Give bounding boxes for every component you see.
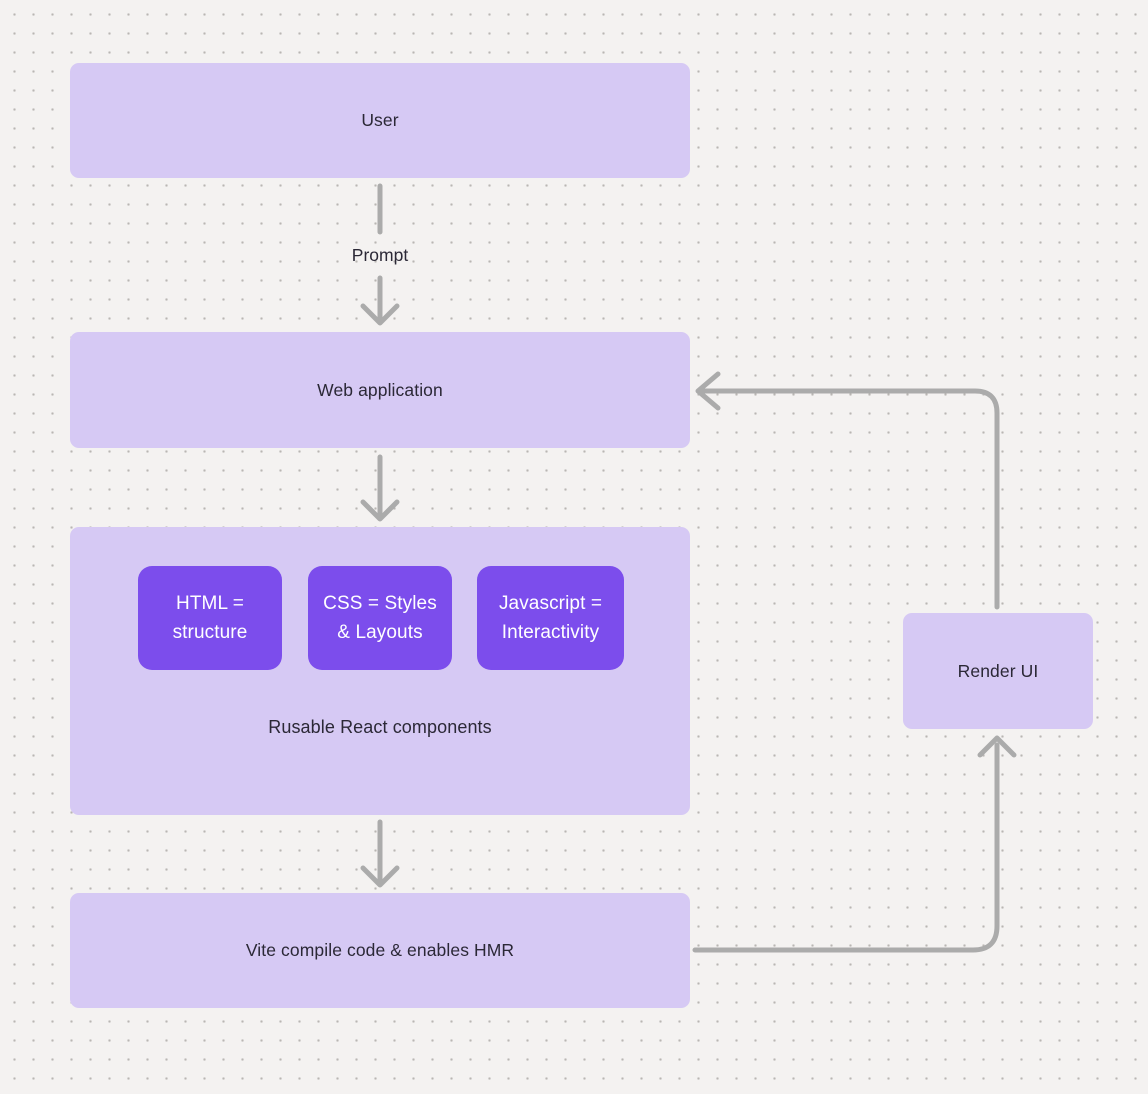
arrowhead-up-render-icon — [977, 735, 1017, 758]
chip-css[interactable]: CSS = Styles & Layouts — [308, 566, 452, 670]
chip-html[interactable]: HTML = structure — [138, 566, 282, 670]
node-web-application-label: Web application — [317, 379, 443, 400]
chip-javascript[interactable]: Javascript = Interactivity — [477, 566, 624, 670]
node-vite[interactable]: Vite compile code & enables HMR — [70, 893, 690, 1008]
edge-vite-to-render-line — [692, 742, 1000, 953]
arrowhead-down-webapp-icon — [360, 303, 400, 326]
node-user[interactable]: User — [70, 63, 690, 178]
edge-label-prompt: Prompt — [351, 245, 409, 265]
chip-css-line1: CSS = Styles — [323, 593, 437, 614]
node-web-application[interactable]: Web application — [70, 332, 690, 448]
node-user-label: User — [361, 110, 399, 130]
components-caption: Rusable React components — [268, 717, 492, 737]
chip-javascript-line2: Interactivity — [501, 622, 600, 643]
chip-css-line2: & Layouts — [337, 622, 423, 643]
arrowhead-down-components-icon — [360, 499, 400, 522]
arrowhead-left-webapp-icon — [695, 371, 721, 411]
node-react-components-group[interactable]: HTML = structure CSS = Styles & Layouts … — [70, 527, 690, 815]
arrowhead-down-vite-icon — [360, 865, 400, 888]
chip-html-line1: HTML = — [176, 593, 244, 614]
edge-render-to-webapp-line — [698, 388, 1000, 610]
node-vite-label: Vite compile code & enables HMR — [245, 940, 515, 960]
node-render-ui-label: Render UI — [957, 660, 1039, 681]
chip-html-line2: structure — [172, 622, 248, 643]
node-render-ui[interactable]: Render UI — [903, 613, 1093, 729]
chip-javascript-line1: Javascript = — [498, 593, 603, 614]
